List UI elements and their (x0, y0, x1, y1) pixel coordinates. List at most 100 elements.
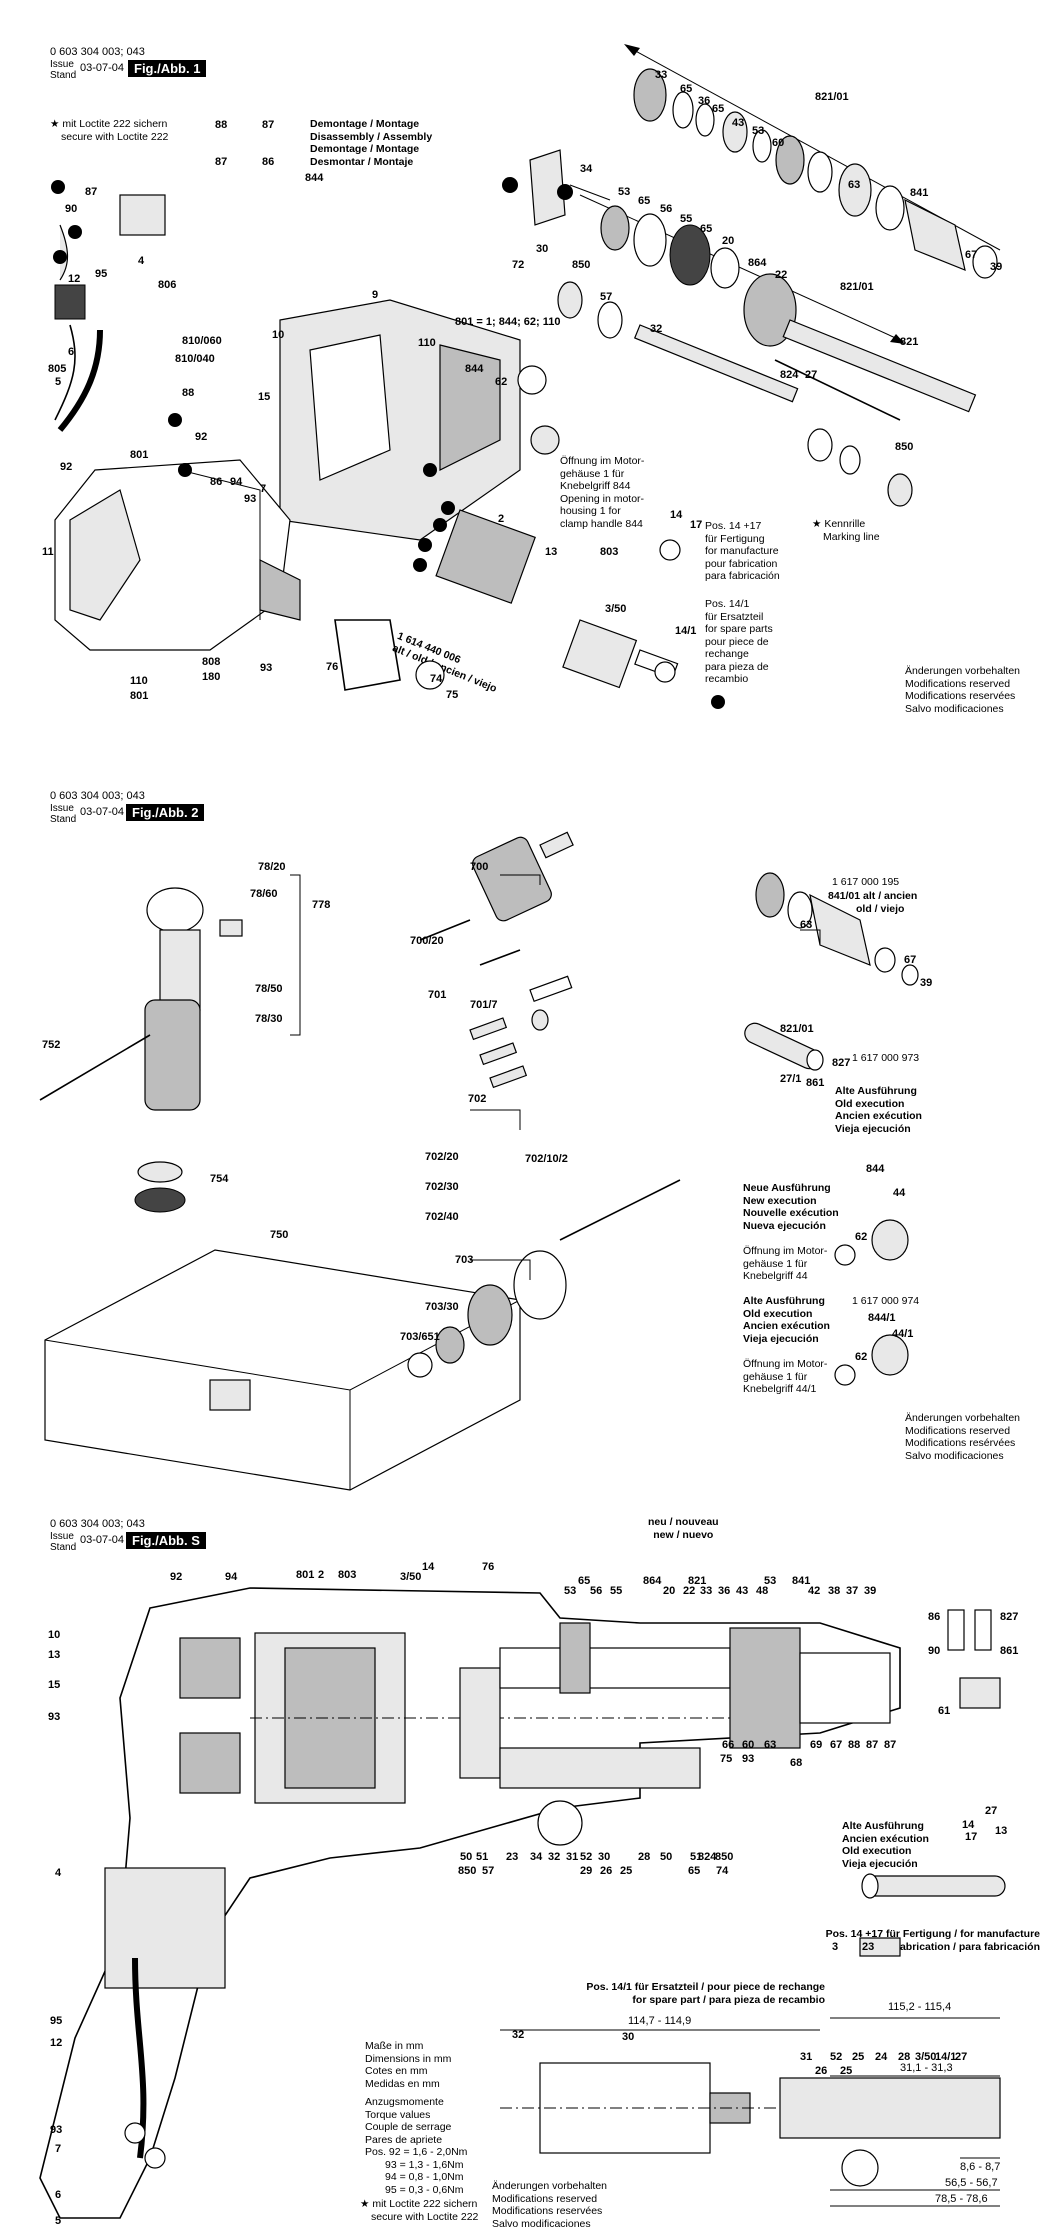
svg-text:57: 57 (600, 291, 612, 303)
svg-text:864: 864 (643, 1575, 662, 1587)
key-chuck-drawing (419, 831, 574, 966)
svg-text:66: 66 (722, 1739, 734, 1751)
svg-text:60: 60 (742, 1739, 754, 1751)
svg-text:28: 28 (898, 2051, 910, 2063)
issue-date-3: 03-07-04 (80, 1534, 125, 1546)
svg-text:62: 62 (855, 1231, 867, 1243)
svg-text:78/30: 78/30 (255, 1013, 283, 1025)
svg-text:703/30: 703/30 (425, 1301, 459, 1313)
svg-text:93: 93 (48, 1711, 60, 1723)
svg-text:48: 48 (756, 1585, 768, 1597)
svg-text:821/01: 821/01 (840, 281, 874, 293)
svg-text:778: 778 (312, 899, 330, 911)
svg-text:701/7: 701/7 (470, 999, 498, 1011)
svg-text:93: 93 (260, 662, 272, 674)
svg-text:87: 87 (215, 156, 227, 168)
svg-text:30: 30 (536, 243, 548, 255)
dimension-lines (500, 2017, 1000, 2207)
svg-text:87: 87 (866, 1739, 878, 1751)
svg-text:90: 90 (65, 203, 77, 215)
svg-text:67: 67 (965, 249, 977, 261)
svg-text:25: 25 (620, 1865, 632, 1877)
svg-text:53: 53 (564, 1585, 576, 1597)
svg-text:31,1 - 31,3: 31,1 - 31,3 (900, 2062, 953, 2074)
side-handle-drawing (39, 887, 243, 1213)
svg-text:23: 23 (506, 1851, 518, 1863)
svg-text:51: 51 (476, 1851, 488, 1863)
svg-text:67: 67 (904, 954, 916, 966)
svg-text:3: 3 (832, 1941, 838, 1953)
figure-1-callouts: 33 65 36 65 43 53 60 821/01 63 841 67 39… (42, 69, 1002, 702)
svg-text:50: 50 (660, 1851, 672, 1863)
old-shaft-drawing (861, 1873, 1006, 1899)
svg-text:805: 805 (48, 363, 66, 375)
figure-2-label: Fig./Abb. 2 (126, 804, 205, 821)
switch-cable-drawing (54, 194, 166, 432)
svg-text:803: 803 (338, 1569, 356, 1581)
svg-text:95: 95 (95, 268, 107, 280)
svg-text:88: 88 (182, 387, 194, 399)
svg-text:750: 750 (270, 1229, 288, 1241)
armature-detail-drawing (500, 1937, 1001, 2187)
svg-text:88: 88 (848, 1739, 860, 1751)
svg-text:31: 31 (800, 2051, 812, 2063)
svg-text:702/10/2: 702/10/2 (525, 1153, 568, 1165)
svg-text:93: 93 (50, 2124, 62, 2136)
svg-text:844: 844 (465, 363, 484, 375)
svg-text:801 = 1; 844; 62; 110: 801 = 1; 844; 62; 110 (455, 316, 561, 328)
doc-number-3: 0 603 304 003; 043 (50, 1518, 145, 1530)
svg-text:702/30: 702/30 (425, 1181, 459, 1193)
svg-text:27/1: 27/1 (780, 1073, 801, 1085)
svg-text:15: 15 (258, 391, 270, 403)
svg-text:65: 65 (700, 223, 712, 235)
svg-text:43: 43 (736, 1585, 748, 1597)
figure-1-label: Fig./Abb. 1 (128, 60, 207, 77)
svg-text:13: 13 (995, 1825, 1007, 1837)
svg-text:61: 61 (938, 1705, 950, 1717)
svg-text:20: 20 (722, 235, 734, 247)
svg-text:63: 63 (800, 919, 812, 931)
figure-s-sheet: 0 603 304 003; 043 Issue Stand 03-07-04 … (0, 1516, 1050, 2230)
svg-text:754: 754 (210, 1173, 229, 1185)
svg-text:32: 32 (650, 323, 662, 335)
bit-set-drawing (469, 975, 573, 1089)
svg-text:841: 841 (792, 1575, 810, 1587)
svg-text:32: 32 (548, 1851, 560, 1863)
motor-housing-drawing (279, 299, 560, 541)
issue-date-2: 03-07-04 (80, 806, 125, 818)
svg-text:44: 44 (893, 1187, 906, 1199)
svg-text:63: 63 (848, 179, 860, 191)
svg-text:821: 821 (688, 1575, 706, 1587)
svg-text:32: 32 (512, 2029, 524, 2041)
svg-text:861: 861 (1000, 1645, 1018, 1657)
svg-text:69: 69 (810, 1739, 822, 1751)
svg-text:850: 850 (572, 259, 590, 271)
svg-text:4: 4 (138, 255, 145, 267)
svg-text:11: 11 (42, 546, 54, 558)
svg-text:88: 88 (215, 119, 227, 131)
svg-text:8,6 - 8,7: 8,6 - 8,7 (960, 2161, 1000, 2173)
svg-text:850: 850 (715, 1851, 733, 1863)
svg-text:87: 87 (85, 186, 97, 198)
svg-text:180: 180 (202, 671, 220, 683)
svg-text:34: 34 (580, 163, 593, 175)
svg-text:86: 86 (262, 156, 274, 168)
svg-text:75: 75 (446, 689, 458, 701)
svg-text:65: 65 (688, 1865, 700, 1877)
svg-text:93: 93 (244, 493, 256, 505)
svg-text:17: 17 (965, 1831, 977, 1843)
svg-text:53: 53 (618, 186, 630, 198)
doc-number: 0 603 304 003; 043 (50, 46, 145, 58)
svg-text:821/01: 821/01 (780, 1023, 814, 1035)
svg-text:803: 803 (600, 546, 618, 558)
svg-text:3/50: 3/50 (915, 2051, 936, 2063)
svg-text:4: 4 (55, 1867, 62, 1879)
svg-text:56: 56 (660, 203, 672, 215)
